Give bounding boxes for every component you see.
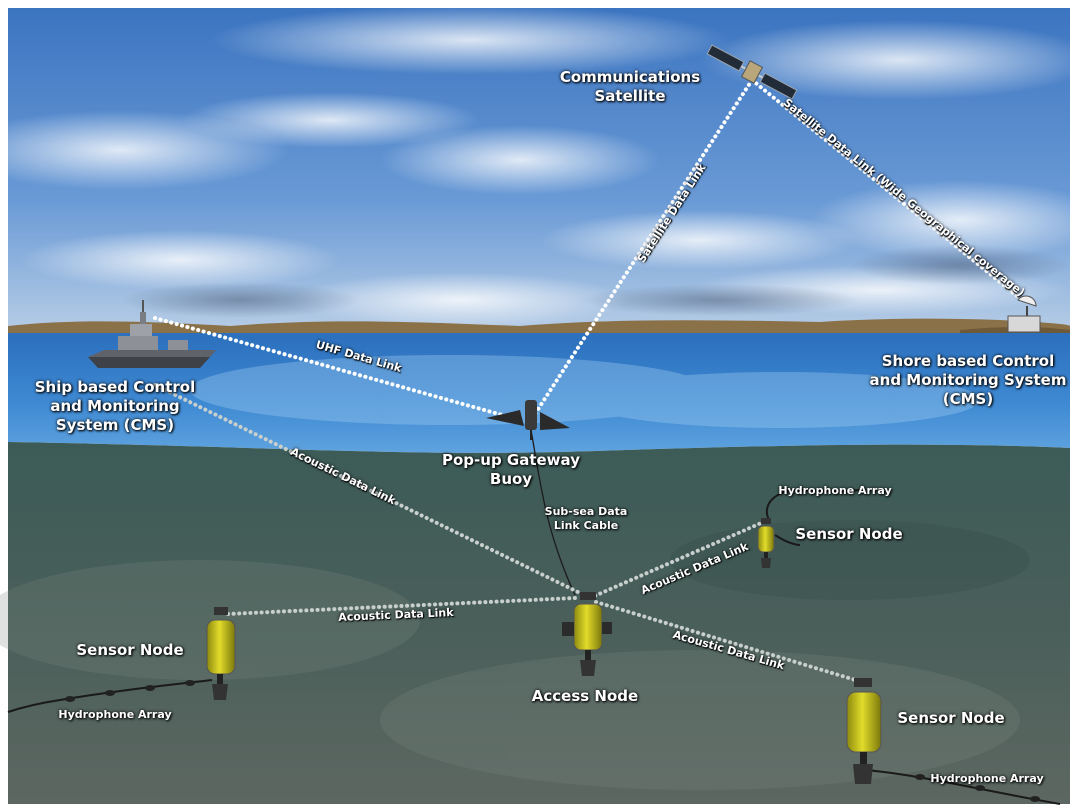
sensor-node-right-top-icon [757,518,775,568]
sea-highlights [190,355,980,428]
clouds [0,5,1075,328]
hydrophone-left-label: Hydrophone Array [58,708,172,721]
sensor-node-left-label: Sensor Node [76,641,184,659]
sensor-node-right-bottom-label: Sensor Node [897,709,1005,727]
gateway-buoy-icon [486,400,570,440]
satellite-icon [706,44,798,100]
hydrophone-right-bottom-label: Hydrophone Array [930,772,1044,785]
hydrophone-right-top-label: Hydrophone Array [778,484,892,497]
access-node-label: Access Node [531,687,639,705]
sea-surface [8,333,1070,453]
ship-icon [88,300,216,368]
coastline [8,318,1070,345]
data-links [153,78,1024,684]
sensor-node-right-top-label: Sensor Node [795,525,903,543]
access-node-icon [562,592,612,676]
sensor-node-right-bottom-icon [846,678,882,784]
seabed [8,442,1070,804]
sensor-node-left-icon [206,607,236,700]
subsea-cable [530,429,576,596]
satellite-dish-icon [1007,295,1041,333]
hydrophone-beads [65,680,1040,802]
